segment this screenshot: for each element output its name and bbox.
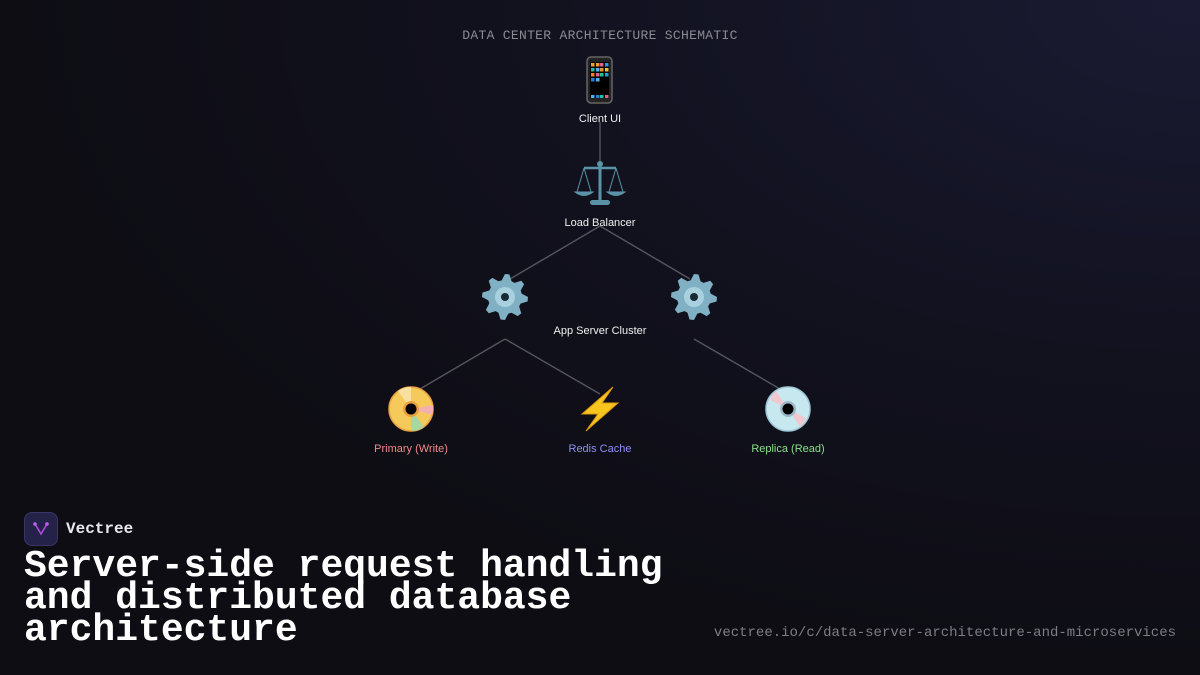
edge-app2-replica <box>693 338 781 390</box>
edge-lb-app1 <box>509 225 601 280</box>
edges <box>419 122 781 395</box>
node-label-replica: Replica (Read) <box>751 443 824 455</box>
logo-icon <box>33 522 49 536</box>
node-label-load-balancer: Load Balancer <box>565 217 636 229</box>
diagram-title: DATA CENTER ARCHITECTURE SCHEMATIC <box>462 28 737 43</box>
gear-hole <box>690 293 698 301</box>
gear-icon <box>671 274 717 320</box>
brand-name: Vectree <box>66 520 134 538</box>
vectree-logo <box>24 512 58 546</box>
gear-icon <box>482 274 528 320</box>
edge-app1-primary <box>419 338 506 390</box>
node-label-primary: Primary (Write) <box>374 443 448 455</box>
brand: Vectree <box>24 512 133 546</box>
gear-hole <box>501 293 509 301</box>
dvd-icon <box>388 386 434 432</box>
page-url: vectree.io/c/data-server-architecture-an… <box>713 625 1176 641</box>
node-label-client: Client UI <box>579 113 621 125</box>
edge-lb-app2 <box>599 225 691 280</box>
mobile-phone-icon <box>586 56 613 104</box>
balance-scale-icon <box>573 161 627 205</box>
edge-app1-redis <box>504 338 601 395</box>
node-label-app-cluster: App Server Cluster <box>554 325 647 337</box>
lightning-icon <box>580 386 620 432</box>
headline: Server-side request handling and distrib… <box>24 545 663 652</box>
node-label-redis: Redis Cache <box>569 443 632 455</box>
cd-icon <box>765 386 811 432</box>
